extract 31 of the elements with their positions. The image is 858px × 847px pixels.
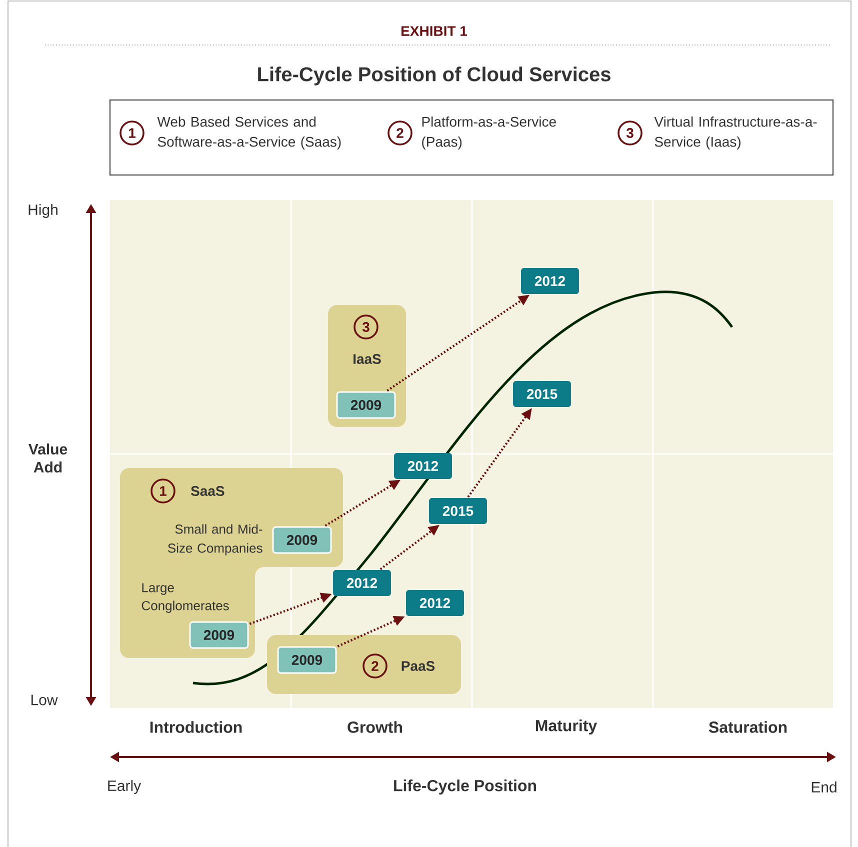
- year-box: 2009: [272, 526, 332, 554]
- axis-label: Introduction: [150, 721, 242, 733]
- group-title: IaaS: [354, 354, 381, 364]
- axis-label: Low: [31, 694, 58, 706]
- axis-label: Early: [108, 780, 142, 794]
- axis-label: Saturation: [708, 721, 787, 733]
- legend-box: [110, 100, 834, 176]
- legend-text: Virtual Infrastructure-as-a-Service (Iaas): [654, 116, 817, 150]
- year-box: 2009: [336, 391, 396, 419]
- year-box: 2009: [189, 621, 249, 649]
- axis-label: End: [812, 782, 836, 792]
- legend-text: Web Based Services and Software-as-a-Service (Saas): [157, 116, 341, 150]
- group-title: PaaS: [402, 661, 435, 671]
- year-box: 2012: [406, 590, 464, 616]
- group-title: SaaS: [190, 486, 224, 496]
- year-box: 2012: [521, 268, 579, 294]
- exhibit-label: EXHIBIT 1: [402, 26, 468, 36]
- segment-label: Small and Mid-Size Companies: [168, 524, 262, 556]
- year-box: 2012: [333, 570, 391, 596]
- axis-label: Maturity: [536, 720, 598, 734]
- year-box: 2015: [429, 498, 487, 524]
- year-box: 2009: [277, 646, 337, 674]
- year-box: 2012: [394, 453, 452, 479]
- chart-title: Life-Cycle Position of Cloud Services: [258, 66, 610, 86]
- axis-label: Life-Cycle Position: [394, 780, 536, 794]
- year-box: 2015: [513, 381, 571, 407]
- axis-label: High: [28, 204, 58, 218]
- segment-label: Large Conglomerates: [142, 583, 229, 613]
- axis-title: Value Add: [28, 444, 68, 472]
- legend-text: Platform-as-a-Service (Paas): [422, 116, 556, 150]
- axis-label: Growth: [348, 721, 402, 733]
